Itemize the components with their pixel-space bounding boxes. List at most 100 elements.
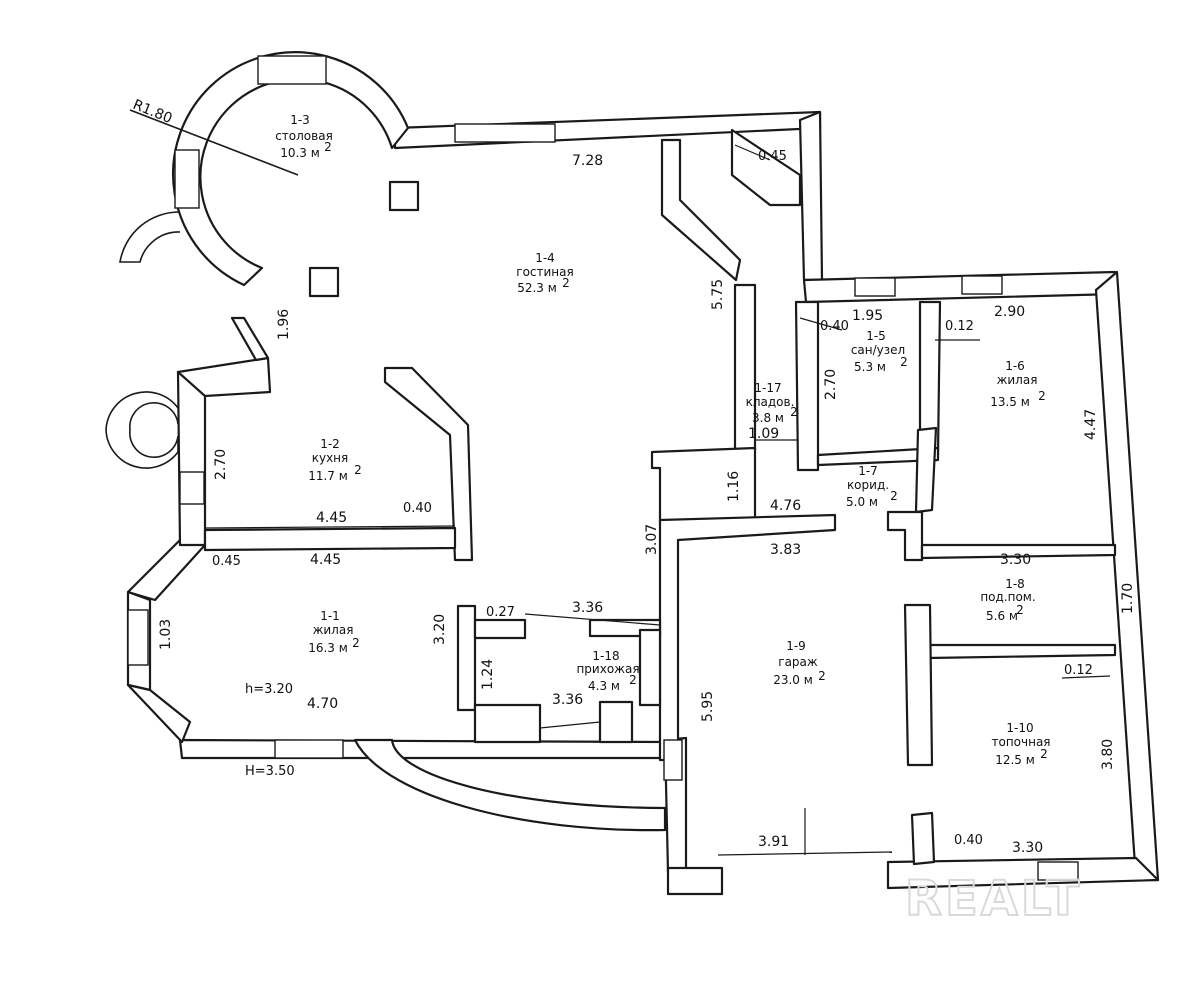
wall-bottom-right-stub <box>910 811 936 866</box>
room-label-text: 2 <box>562 276 570 290</box>
room-label-text: гостиная <box>516 265 573 279</box>
dim-447: 4.47 <box>1083 409 1099 440</box>
dim-027: 0.27 <box>486 605 515 620</box>
room-1-17: 1-17 кладов. 3.8 м 2 <box>746 381 798 425</box>
room-label-text: 3.8 м <box>752 411 784 425</box>
dim-040-sanuzel: 0.40 <box>820 319 849 334</box>
room-label-text: 11.7 м <box>308 469 348 483</box>
room-label-text: 16.3 м <box>308 641 348 655</box>
window-kitchen <box>179 471 205 505</box>
room-label-text: 1-6 <box>1005 359 1025 373</box>
interior-walls <box>203 128 1117 767</box>
room-label-text: 1-9 <box>786 639 806 653</box>
rotunda-wall <box>172 51 410 287</box>
room-label-text: 2 <box>629 673 637 687</box>
wall-far-right <box>1094 270 1160 882</box>
room-1-4: 1-4 гостиная 52.3 м 2 <box>516 251 573 295</box>
building-height: H=3.50 <box>245 764 295 779</box>
room-label-text: 1-2 <box>320 437 340 451</box>
dim-045-top: 0.45 <box>758 149 787 164</box>
room-label-text: 2 <box>790 405 798 419</box>
dim-170: 1.70 <box>1120 583 1136 614</box>
dim-195: 1.95 <box>852 308 883 324</box>
dim-116: 1.16 <box>726 471 742 502</box>
column-2 <box>308 266 340 298</box>
room-1-5: 1-5 сан/узел 5.3 м 2 <box>851 329 908 374</box>
wall-entrance-door <box>598 700 634 744</box>
porch-arcs <box>105 211 667 832</box>
wall-bay-left-lower <box>126 683 192 744</box>
dim-109: 1.09 <box>748 426 779 442</box>
room-label-text: 4.3 м <box>588 679 620 693</box>
window-room16 <box>961 275 1003 295</box>
dim-330-bottom: 3.30 <box>1012 840 1043 856</box>
dim-307: 3.07 <box>644 524 660 555</box>
room-label-text: 1-7 <box>858 464 878 478</box>
dimension-lines <box>204 144 1111 856</box>
wall-podpom-left <box>886 510 924 562</box>
room-label-text: 23.0 м <box>773 673 813 687</box>
dim-320: 3.20 <box>432 614 448 645</box>
radius-line <box>129 109 299 176</box>
dim-380: 3.80 <box>1100 739 1116 770</box>
watermark-logo: REALT <box>905 871 1082 927</box>
room-label-text: сан/узел <box>851 343 905 357</box>
room-label-text: 2 <box>818 669 826 683</box>
wall-sanuzel-bottom <box>816 446 940 467</box>
wall-room16-left <box>914 426 938 514</box>
room-label-text: 52.3 м <box>517 281 557 295</box>
dim-330-podpom: 3.30 <box>1000 552 1031 568</box>
room-label-text: 5.6 м <box>986 609 1018 623</box>
wall-stair-left <box>660 138 742 282</box>
window-garage <box>663 739 683 781</box>
dim-575: 5.75 <box>710 279 726 310</box>
wall-podpom-bottom <box>926 643 1117 660</box>
wall-right-living <box>798 110 824 282</box>
dim-040-topochnaya: 0.40 <box>954 833 983 848</box>
dim-line-040-storage <box>799 317 843 331</box>
room-label-text: 13.5 м <box>990 395 1030 409</box>
window-sanuzel <box>854 277 896 297</box>
room-label-text: 2 <box>890 489 898 503</box>
window-living-top <box>454 123 556 143</box>
window-living-bottom <box>274 739 344 759</box>
dim-012-top: 0.12 <box>945 319 974 334</box>
dimension-labels: R1.80 7.28 0.45 5.75 1.96 2.70 4.45 0.40… <box>131 97 1136 856</box>
wall-stair-right <box>730 128 802 207</box>
dim-196: 1.96 <box>276 309 292 340</box>
dim-line-012-right <box>1061 675 1111 679</box>
column-1 <box>388 180 420 212</box>
wall-left-kitchen <box>176 370 207 547</box>
dim-445-room11: 4.45 <box>310 552 341 568</box>
dim-r180: R1.80 <box>131 97 175 127</box>
wall-bay-left <box>126 538 207 602</box>
room-label-text: 12.5 м <box>995 753 1035 767</box>
wall-bottom-right <box>886 856 1160 890</box>
room-label-text: 5.0 м <box>846 495 878 509</box>
room-label-text: 2 <box>354 463 362 477</box>
wall-podpom-top <box>920 543 1117 560</box>
room-label-text: кухня <box>312 451 349 465</box>
dim-445-kitchen: 4.45 <box>316 510 347 526</box>
dim-728: 7.28 <box>572 153 603 169</box>
wall-top-right-block <box>802 270 1119 304</box>
dim-595: 5.95 <box>700 691 716 722</box>
wall-garage-bottom <box>666 866 724 896</box>
dim-line-445-kitchen <box>204 525 456 529</box>
room-label-text: 1-17 <box>754 381 781 395</box>
room-1-6: 1-6 жилая 13.5 м 2 <box>990 359 1046 409</box>
room-label-text: 5.3 м <box>854 360 886 374</box>
arc-upper-left <box>119 211 181 263</box>
dim-391: 3.91 <box>758 834 789 850</box>
wall-kitchen-diagonal <box>383 366 474 562</box>
room-label-text: жилая <box>997 373 1038 387</box>
arc-lower-left <box>105 391 179 469</box>
room-label-text: жилая <box>313 623 354 637</box>
room-1-7: 1-7 корид. 5.0 м 2 <box>846 464 898 509</box>
wall-entrance-top <box>473 618 527 640</box>
wall-corridor <box>658 513 837 762</box>
dim-336-bottom: 3.36 <box>552 692 583 708</box>
room-label-text: 1-10 <box>1006 721 1033 735</box>
room-label-text: 1-8 <box>1005 577 1025 591</box>
room-label-text: прихожая <box>576 662 639 676</box>
